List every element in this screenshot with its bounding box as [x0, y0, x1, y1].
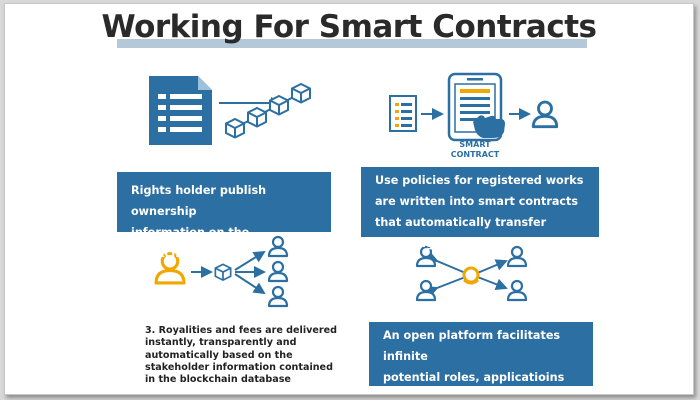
- user-icon: [267, 235, 289, 258]
- blockchain-icon: [225, 83, 311, 139]
- user-icon: [506, 245, 528, 268]
- user-icon: [415, 279, 437, 302]
- arrow-icon: [474, 275, 508, 290]
- use-policies-box: Use policies for registered works are wr…: [361, 167, 599, 250]
- arrow-down-right-icon: [234, 273, 266, 295]
- hand-tap-icon: [473, 115, 505, 138]
- arrow-icon: [474, 259, 508, 275]
- smart-contract-label: SMART CONTRACT: [450, 140, 500, 159]
- page-title: Working For Smart Contracts: [101, 9, 597, 45]
- user-icon: [154, 251, 186, 285]
- user-icon: [506, 279, 528, 302]
- document-icon: [149, 76, 212, 145]
- title-underline: [117, 39, 587, 48]
- user-icon: [531, 100, 559, 129]
- rights-holder-box: Rights holder publish ownership informat…: [117, 172, 331, 260]
- user-icon: [267, 260, 289, 283]
- arrow-icon: [425, 275, 469, 298]
- royalties-caption: 3. Royalities and fees are delivered ins…: [145, 325, 337, 386]
- policy-list-icon: [389, 95, 417, 132]
- user-icon: [267, 285, 289, 308]
- hub-node-icon: [462, 266, 480, 285]
- open-platform-box: An open platform facilitates infinite po…: [369, 322, 593, 394]
- illustration-layer: [149, 72, 559, 308]
- arrow-icon: [425, 251, 469, 275]
- arrow-up-right-icon: [234, 250, 266, 271]
- block-cube-icon: [214, 263, 232, 281]
- infographic-card: Working For Smart Contracts: [4, 3, 694, 395]
